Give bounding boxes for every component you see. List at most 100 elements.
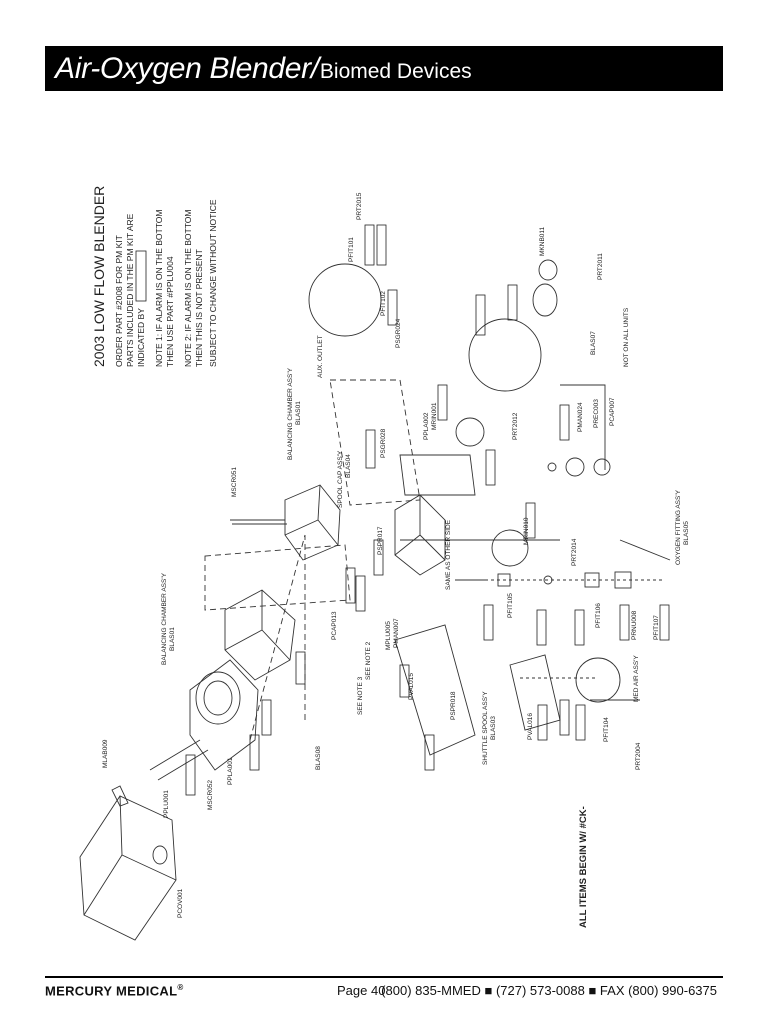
fitting-1 (497, 573, 511, 587)
label-mknb011: MKNB011 (539, 226, 546, 256)
label-blas08: BLAS08 (315, 746, 322, 770)
label-balancing-chamber-left: BALANCING CHAMBER ASS'Y (161, 572, 168, 665)
label-aux-outlet: AUX. OUTLET (317, 335, 324, 378)
label-blas05-right: BLAS05 (683, 521, 690, 545)
label-pval016: PVAL016 (527, 713, 534, 740)
label-shuttle-spool: SHUTTLE SPOOL ASS'Y (482, 691, 489, 765)
diaphragm (195, 671, 241, 725)
note1-line2: THEN USE PART #PPLU004 (165, 256, 175, 367)
label-not-on-all-units: NOT ON ALL UNITS (623, 307, 630, 367)
shuttle-spool-box (394, 624, 476, 756)
med-air-box (509, 654, 561, 731)
footer-brand-name: MERCURY MEDICAL (45, 983, 178, 999)
med-air-detail-circle (575, 657, 621, 703)
label-ppla002: PPLA002 (423, 412, 430, 440)
pm-indicator-box (135, 250, 147, 302)
label-psgr024: PSGR024 (395, 318, 402, 348)
label-ppla001: PPLA001 (227, 757, 234, 785)
registered-mark: ® (177, 983, 184, 992)
label-same-as-other-side: SAME AS OTHER SIDE (445, 519, 452, 590)
pm-kit-tags (185, 224, 670, 796)
assembly-guides (249, 534, 306, 741)
note-pm1: ORDER PART #2008 FOR PM KIT (114, 235, 124, 367)
note-pm3: INDICATED BY (136, 308, 146, 367)
page-subtitle: Biomed Devices (319, 60, 472, 83)
label-oxygen-fitting: OXYGEN FITTING ASS'Y (675, 489, 682, 565)
balancing-chamber-top-edges (284, 484, 339, 546)
left-studs (149, 739, 209, 781)
notes-block: 2003 LOW FLOW BLENDER ORDER PART #2008 F… (91, 186, 218, 367)
label-pspr018: PSPR018 (450, 691, 457, 720)
dashed-assembly-top (329, 379, 421, 506)
label-pcap007: PCAP007 (609, 397, 616, 426)
footer-brand: MERCURY MEDICAL® (45, 983, 184, 998)
side-note: ALL ITEMS BEGIN W/ #CK- (578, 806, 589, 928)
title-banner: Air-Oxygen Blender/ Biomed Devices (45, 46, 723, 91)
contact-phone: (800) 835-MMED ■ (727) 573-0088 ■ FAX (8… (381, 983, 717, 998)
label-prt2015: PRT2015 (356, 192, 363, 220)
label-pcap013: PCAP013 (331, 611, 338, 640)
label-mlab009: MLAB009 (102, 739, 109, 768)
balancing-chamber-left-edges (224, 590, 291, 661)
label-pfit102: PFIT102 (380, 291, 387, 316)
center-manifold-edges (394, 495, 446, 561)
leader-lines (400, 384, 606, 581)
label-pman007: PMAN007 (393, 618, 400, 648)
label-pfit107: PFIT107 (653, 615, 660, 640)
label-pspr017: PSPR017 (377, 526, 384, 555)
long-screws (230, 519, 287, 525)
footer: MERCURY MEDICAL® Page 40 (800) 835-MMED … (45, 983, 723, 1001)
label-prt2011: PRT2011 (597, 253, 604, 280)
port-plate (399, 454, 476, 496)
note2-line1: NOTE 2: IF ALARM IS ON THE BOTTOM (183, 210, 193, 367)
note-pm2: PARTS INCLUDED IN THE PM KIT ARE (125, 213, 135, 367)
diaphragm-inner (203, 680, 233, 716)
page-number: Page 40 (337, 983, 386, 998)
label-prec003: PREC003 (593, 399, 600, 428)
label-med-air-assy: MED AIR ASS'Y (633, 655, 640, 702)
label-pcov001: PCOV001 (177, 888, 184, 918)
label-mscr051: MSCR051 (231, 467, 238, 497)
label-prt2012: PRT2012 (512, 412, 519, 440)
label-see-note-2: SEE NOTE 2 (365, 641, 372, 680)
small-detail-circle (455, 417, 485, 447)
leader-lines-2 (590, 539, 671, 701)
fitting-detail-circle (491, 529, 529, 567)
label-psgr028: PSGR028 (380, 428, 387, 458)
label-mrin001: MRIN001 (431, 402, 438, 430)
cover-box (79, 795, 177, 941)
label-mscr052: MSCR052 (207, 780, 214, 810)
label-pfit106: PFIT106 (595, 603, 602, 628)
fitting-2 (584, 572, 600, 588)
label-blas03: BLAS03 (490, 716, 497, 740)
label-balancing-chamber-top: BALANCING CHAMBER ASS'Y (287, 367, 294, 460)
main-body (189, 659, 259, 771)
label-mplu005: MPLU005 (385, 621, 392, 650)
label-pfit101: PFIT101 (348, 237, 355, 262)
fitting-3 (614, 571, 632, 589)
label-pval015: PVAL015 (408, 673, 415, 700)
cover-hole (152, 845, 168, 865)
regulator-cap (565, 457, 585, 477)
label-prnu008: PRNU008 (631, 610, 638, 640)
dashed-assembly-left (204, 544, 351, 611)
label-pman024: PMAN024 (577, 402, 584, 432)
label-blas07: BLAS07 (590, 331, 597, 355)
label-see-note-3: SEE NOTE 3 (357, 676, 364, 715)
note2-line2: THEN THIS IS NOT PRESENT (194, 249, 204, 367)
regulator-o-ring (547, 462, 557, 472)
knob (532, 283, 558, 317)
knob-cap (538, 259, 558, 281)
note1-line1: NOTE 1: IF ALARM IS ON THE BOTTOM (154, 210, 164, 367)
label-pplu001: PPLU001 (163, 790, 170, 818)
label-pfit104: PFIT104 (603, 717, 610, 742)
cover-box-edges (83, 795, 177, 916)
label-blas04: BLAS04 (345, 454, 352, 478)
fitting-ring (543, 575, 553, 585)
label-pfit105: PFIT105 (507, 593, 514, 618)
aux-outlet-detail-circle (308, 263, 382, 337)
label-strip (111, 785, 129, 807)
notes-heading: 2003 LOW FLOW BLENDER (91, 186, 107, 367)
regulator-ring (593, 458, 611, 476)
